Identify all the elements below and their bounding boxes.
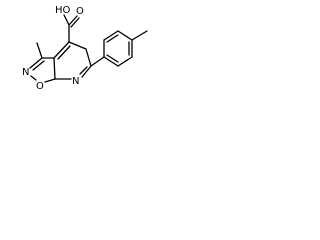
- carbonyl-oxygen-label: O: [76, 6, 84, 17]
- bond-c-o-double-2: [70, 17, 80, 28]
- bond-n2-o1: [30, 75, 37, 81]
- bond-ar2-ar3: [103, 30, 119, 41]
- bond-ar5-ar6: [117, 56, 133, 67]
- bond-c3-methyl: [36, 42, 43, 59]
- bond-c-o-double-1: [68, 15, 78, 26]
- chemical-structure: HO O N O N: [22, 5, 148, 92]
- isoxazole-oxygen-label: O: [36, 81, 44, 92]
- bond-ar-inner-1: [106, 34, 119, 43]
- bond-c3-n2-a: [29, 57, 43, 69]
- bond-c3a-c4: [53, 41, 70, 59]
- bond-ar3-ar4: [117, 30, 133, 41]
- bond-c6-n7: [81, 65, 92, 78]
- bond-c3a-c4-inner: [57, 45, 71, 60]
- bond-ar-methyl: [131, 30, 148, 41]
- bond-c6-n7-inner: [79, 66, 88, 75]
- hydroxyl-label: HO: [55, 5, 71, 16]
- bond-ar-inner-3: [106, 54, 119, 63]
- bond-ar6-ar1: [103, 56, 119, 67]
- bond-o1-c7a: [44, 78, 56, 83]
- isoxazole-nitrogen-label: N: [22, 67, 29, 78]
- bond-c4-c5: [68, 41, 87, 50]
- bond-c7a-c3a: [53, 57, 56, 80]
- bond-c5-c6: [85, 48, 92, 67]
- pyridine-nitrogen-label: N: [72, 76, 79, 87]
- bond-c-oh: [63, 14, 70, 26]
- bond-c3-n2-b: [32, 60, 45, 71]
- bond-c6-aryl: [90, 56, 105, 67]
